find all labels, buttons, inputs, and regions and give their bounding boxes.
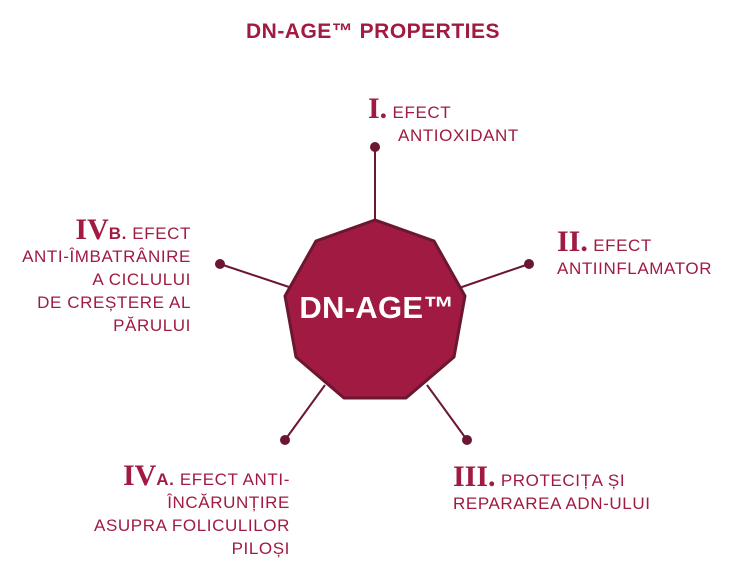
property-number: II. — [557, 225, 588, 258]
property-text-line: EFECT — [132, 224, 191, 243]
property-label-4a: IVA. EFECT ANTI- ÎNCĂRUNȚIRE ASUPRA FOLI… — [60, 461, 290, 560]
property-text-line: PĂRULUI — [113, 316, 191, 335]
property-subletter: A. — [156, 470, 175, 489]
property-text-line: DE CREȘTERE AL — [37, 293, 191, 312]
center-label: DN-AGE™ — [299, 290, 455, 325]
center-nonagon — [283, 218, 467, 400]
property-text-line: EFECT — [392, 103, 452, 122]
property-label-3: III. PROTECIȚA ȘI REPARAREA ADN-ULUI — [453, 462, 651, 515]
property-text-line: ANTI-ÎMBATRÂNIRE — [22, 247, 191, 266]
connector-4a — [284, 384, 326, 441]
connector-3 — [426, 384, 468, 441]
property-number: I. — [368, 92, 388, 125]
connector-4b — [219, 263, 293, 289]
property-label-1: I. EFECT ANTIOXIDANT — [368, 94, 519, 147]
property-text-line: EFECT ANTI- — [179, 470, 290, 489]
property-label-2: II. EFECT ANTIINFLAMATOR — [557, 227, 713, 280]
property-text-line: PROTECIȚA ȘI — [500, 471, 626, 490]
property-text-line: REPARAREA ADN-ULUI — [453, 494, 651, 513]
connector-2 — [458, 263, 530, 289]
property-text-line: ANTIINFLAMATOR — [557, 259, 713, 278]
connector-dot-1 — [370, 142, 380, 152]
connector-dot-2 — [524, 259, 534, 269]
property-subletter: B. — [108, 224, 127, 243]
property-text-line: PILOȘI — [231, 539, 290, 558]
property-number: III. — [453, 460, 496, 493]
diagram-title: DN-AGE™ PROPERTIES — [245, 20, 501, 43]
property-label-4b: IVB. EFECT ANTI-ÎMBATRÂNIRE A CICLULUI D… — [20, 215, 191, 337]
property-number: IV — [75, 213, 109, 246]
connector-dot-4b — [215, 259, 225, 269]
property-number: IV — [122, 459, 157, 492]
property-text-line: ANTIOXIDANT — [398, 126, 519, 145]
property-text-line: ASUPRA FOLICULILOR — [94, 516, 290, 535]
property-text-line: EFECT — [593, 236, 652, 255]
property-text-line: A CICLULUI — [92, 270, 191, 289]
connector-dot-4a — [280, 435, 290, 445]
property-text-line: ÎNCĂRUNȚIRE — [167, 493, 290, 512]
connector-dot-3 — [462, 435, 472, 445]
